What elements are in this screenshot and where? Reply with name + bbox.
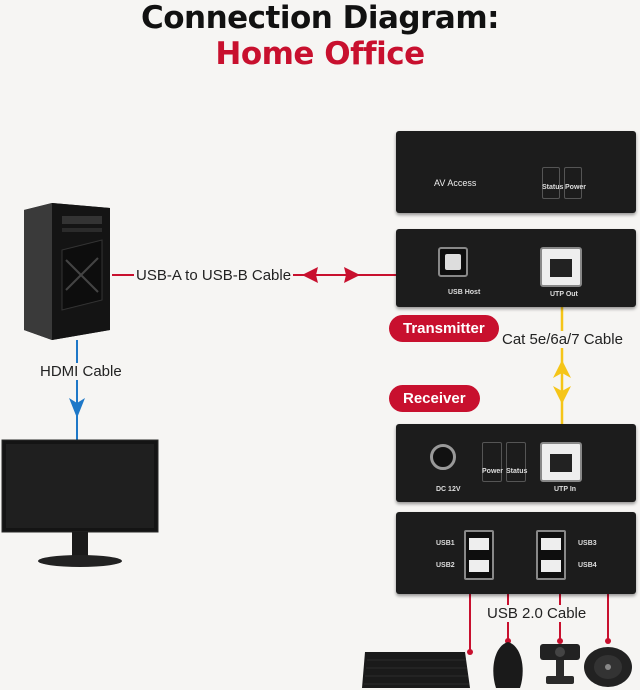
brand-logo: AV Access [434, 178, 477, 188]
receiver-front-panel: Power Status DC 12V UTP In [396, 424, 636, 502]
power-label-rx: Power [482, 468, 504, 475]
receiver-usb-panel: USB1 USB2 USB3 USB4 [396, 512, 636, 594]
transmitter-badge: Transmitter [389, 315, 499, 342]
transmitter-front-panel: AV Access Status Power [396, 131, 636, 213]
usb-b-port [438, 247, 468, 277]
hdmi-cable-label: HDMI Cable [38, 363, 124, 380]
receiver-badge: Receiver [389, 385, 480, 412]
cat-cable-label: Cat 5e/6a/7 Cable [500, 331, 625, 348]
usb3-label: USB3 [578, 540, 597, 547]
usb1-label: USB1 [436, 540, 455, 547]
usb-a-to-b-cable-label: USB-A to USB-B Cable [134, 267, 294, 284]
usb4-label: USB4 [578, 562, 597, 569]
usb-a-ports-right [536, 530, 566, 580]
arrow-up-icon [553, 360, 571, 378]
usb2-cable-label: USB 2.0 Cable [485, 605, 589, 622]
usb-a-ports-left [464, 530, 494, 580]
usb2-label: USB2 [436, 562, 455, 569]
rj45-port [540, 247, 582, 287]
arrow-down-icon [553, 386, 571, 404]
transmitter-rear-panel: USB Host UTP Out [396, 229, 636, 307]
usb-host-label: USB Host [448, 289, 481, 296]
dc-label: DC 12V [436, 486, 461, 493]
dc-jack [430, 444, 456, 470]
arrow-right-icon [344, 267, 360, 283]
title-line1: Connection Diagram: [140, 0, 500, 36]
status-label-rx: Status [506, 468, 528, 475]
utp-in-label: UTP In [554, 486, 577, 493]
status-label: Status [542, 184, 564, 191]
rj45-port-rx [540, 442, 582, 482]
power-label: Power [565, 184, 587, 191]
title-line2: Home Office [215, 36, 425, 72]
utp-out-label: UTP Out [550, 291, 578, 298]
arrow-left-icon [302, 267, 318, 283]
arrow-down-icon [69, 398, 85, 418]
